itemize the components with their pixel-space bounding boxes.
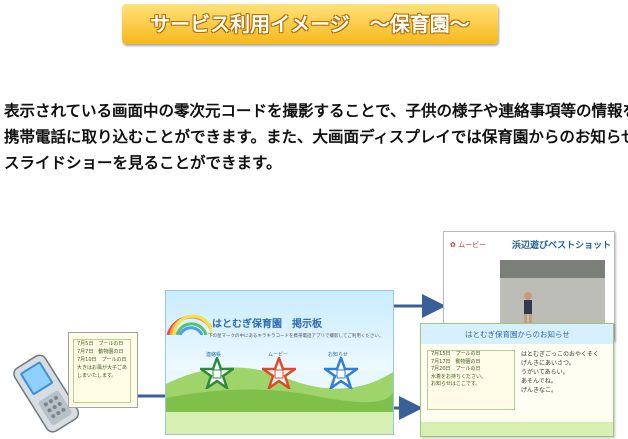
star-code-contact[interactable] xyxy=(200,357,234,389)
clover-border xyxy=(166,412,393,434)
star-label-contact: 連絡帳 xyxy=(206,352,222,358)
notice-schedule: 7月15日 プールの日 7月17日 動物園の日 7月20日 プールの日 水着をお… xyxy=(427,350,515,410)
title-banner: サービス利用イメージ ～保育園～ xyxy=(122,4,498,44)
mobile-phone-icon xyxy=(13,354,80,433)
star-label-notice: お知らせ xyxy=(328,352,348,358)
movie-slide: ✿ ムービー 浜辺遊びベストショット xyxy=(443,231,615,341)
banner-title: サービス利用イメージ ～保育園～ xyxy=(150,12,470,36)
card-line: 大きはお風が大子ごあ xyxy=(77,365,128,371)
card-line: 7月7日 動物園の日 xyxy=(77,349,124,355)
star-label-movie: ムービー xyxy=(268,352,289,358)
notice-slide: はとむぎ保育園からのお知らせ 7月15日 プールの日 7月17日 動物園の日 7… xyxy=(420,323,614,437)
clover-border xyxy=(421,422,613,436)
rainbow-icon xyxy=(166,314,212,335)
phone-screen-card: 7月5日 プールの日 7月7日 動物園の日 7月10日 プールの日 大きはお風が… xyxy=(68,332,138,408)
card-line: 7月5日 プールの日 xyxy=(77,341,124,347)
movie-slide-title: 浜辺遊びベストショット xyxy=(512,241,612,251)
movie-tag: ✿ ムービー xyxy=(450,241,487,249)
notice-slide-title: はとむぎ保育園からのお知らせ xyxy=(465,330,570,339)
card-line: 7月10日 プールの日 xyxy=(77,357,127,363)
star-code-movie[interactable] xyxy=(262,357,296,389)
bulletin-board-display: はとむぎ保育園 掲示板 下の星マークの中にあるキラキラコードを携帯電話アプリで撮… xyxy=(165,290,394,435)
notice-promises: はとむぎごっこのおやくそく げんきにあいさつ。 うがいてあらい。 あそんでね。 … xyxy=(521,351,600,394)
board-title: はとむぎ保育園 掲示板 xyxy=(212,319,322,330)
star-code-notice[interactable] xyxy=(324,357,358,389)
card-line: しまいたします。 xyxy=(77,373,117,379)
description-line: 表示されている画面中の零次元コードを撮影することで、子供の様子や連絡事項等の情報… xyxy=(4,102,628,120)
description-line: スライドショーを見ることができます。 xyxy=(4,154,282,172)
description: 表示されている画面中の零次元コードを撮影することで、子供の様子や連絡事項等の情報… xyxy=(4,98,628,176)
board-subtitle: 下の星マークの中にあるキラキラコードを携帯電話アプリで撮影してご利用ください。 xyxy=(208,334,384,339)
description-line: 携帯電話に取り込むことができます。また、大画面ディスプレイでは保育園からのお知ら… xyxy=(4,128,628,146)
